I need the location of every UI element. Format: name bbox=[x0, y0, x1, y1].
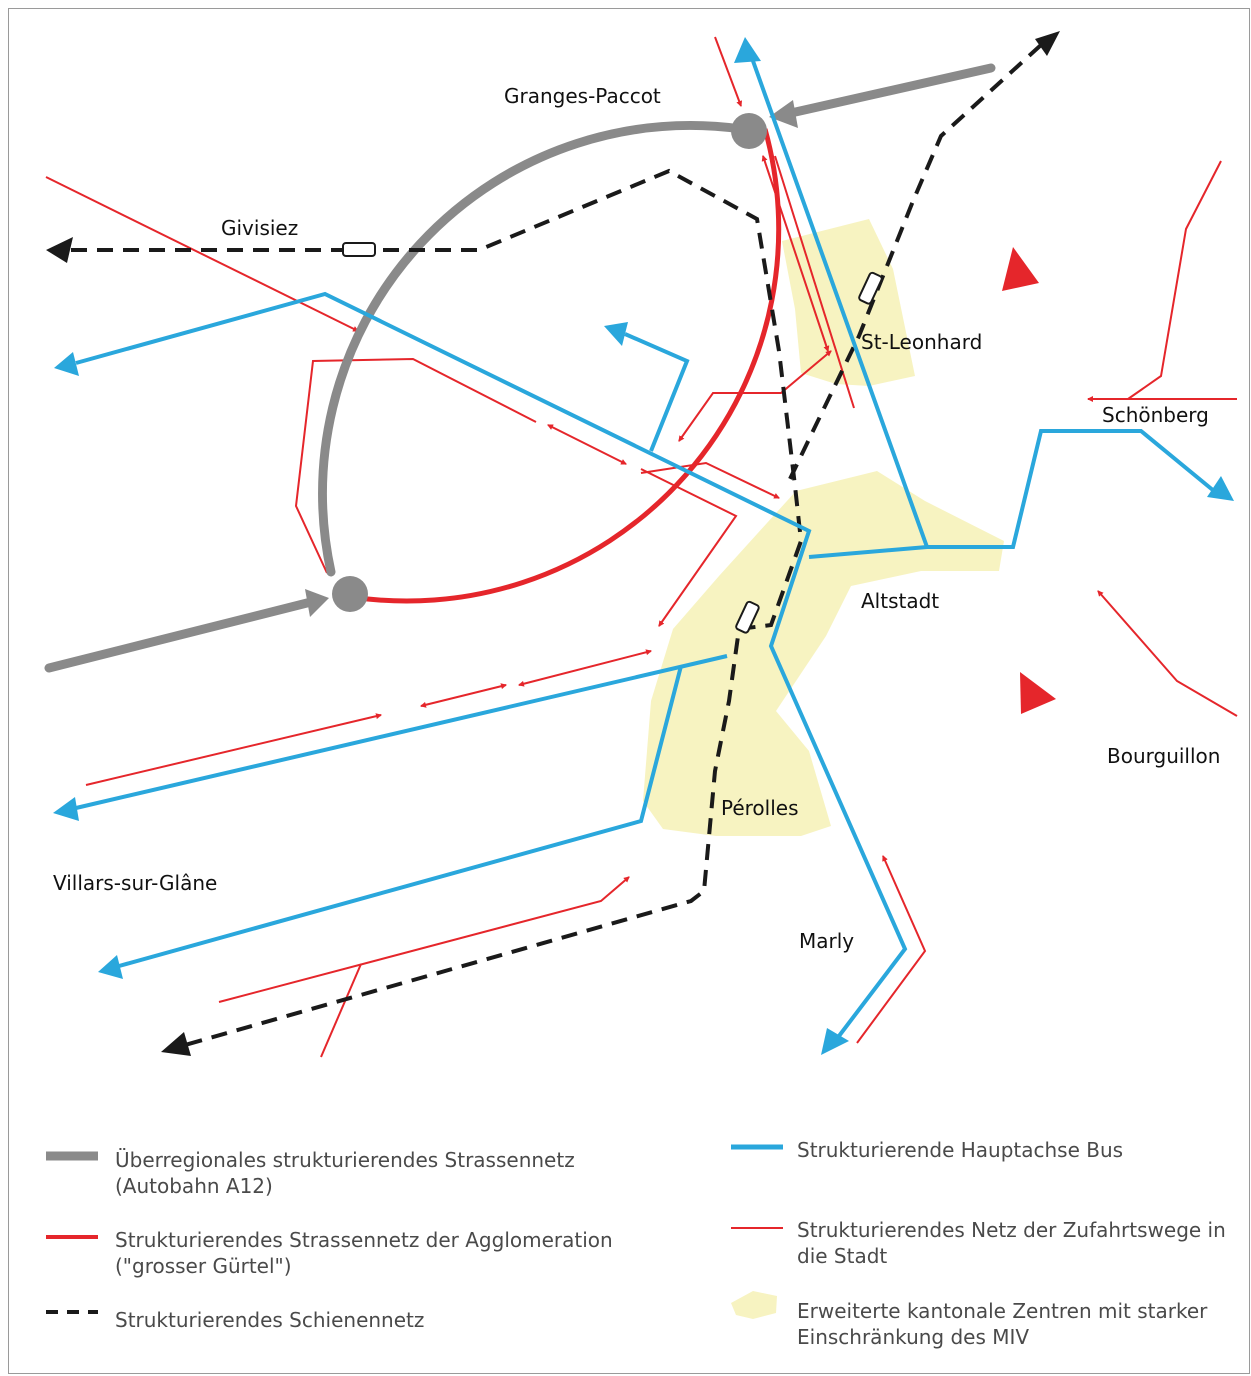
access-road bbox=[218, 876, 630, 1003]
place-labels: Granges-Paccot Givisiez St-Leonhard Schö… bbox=[53, 84, 1220, 953]
ring-road-line bbox=[351, 128, 782, 604]
rail-arrowhead bbox=[46, 237, 73, 263]
motorway-spur-north bbox=[786, 63, 996, 118]
place-label-marly: Marly bbox=[799, 929, 854, 953]
zone-altstadt-perolles bbox=[643, 471, 1004, 836]
ring-direction-arrow bbox=[1002, 247, 1039, 291]
bus-axes bbox=[75, 60, 1216, 1038]
legend-ring-label: Strukturierendes Strassennetz der Agglom… bbox=[115, 1228, 613, 1278]
motorway-a12 bbox=[44, 63, 996, 673]
bus-axis-schoenberg bbox=[808, 429, 1216, 559]
access-road bbox=[294, 357, 537, 574]
rail-arrowhead bbox=[1035, 31, 1060, 56]
place-label-bourguillon: Bourguillon bbox=[1107, 744, 1220, 768]
motorway-junction-north bbox=[731, 113, 767, 149]
bus-arrowheads bbox=[53, 37, 1234, 1055]
place-label-granges-paccot: Granges-Paccot bbox=[504, 84, 661, 108]
place-label-st-leonhard: St-Leonhard bbox=[861, 330, 982, 354]
access-road bbox=[320, 963, 362, 1058]
bus-arrowhead bbox=[53, 797, 79, 821]
access-road bbox=[856, 855, 927, 1044]
access-road bbox=[714, 36, 743, 107]
bus-axis-villars-south bbox=[118, 665, 683, 968]
access-road bbox=[774, 155, 855, 409]
bus-axis-villars bbox=[75, 654, 728, 810]
train-icon bbox=[342, 242, 376, 257]
rail-network bbox=[71, 43, 1043, 1047]
legend-rail-label: Strukturierendes Schienennetz bbox=[115, 1308, 425, 1332]
map-canvas: Granges-Paccot Givisiez St-Leonhard Schö… bbox=[44, 31, 1238, 1319]
place-label-perolles: Pérolles bbox=[721, 796, 799, 820]
access-road bbox=[678, 350, 832, 442]
access-road bbox=[1097, 590, 1238, 717]
bus-arrowhead bbox=[734, 37, 761, 63]
access-road bbox=[640, 468, 738, 627]
motorway-arrowhead bbox=[305, 589, 329, 617]
bus-axis-branch bbox=[624, 332, 690, 452]
access-road bbox=[640, 461, 780, 499]
bus-arrowhead bbox=[1207, 476, 1234, 501]
bus-arrowhead bbox=[604, 322, 628, 346]
motorway-junction-west bbox=[332, 576, 368, 612]
legend-motorway-label: Überregionales strukturierendes Strassen… bbox=[115, 1148, 575, 1198]
place-label-schoenberg: Schönberg bbox=[1102, 403, 1209, 427]
motorway-arrowhead bbox=[769, 100, 798, 128]
bus-arrowhead bbox=[98, 955, 123, 979]
rail-stations bbox=[342, 242, 883, 634]
access-road bbox=[420, 683, 507, 708]
access-road bbox=[547, 424, 627, 465]
access-road bbox=[85, 713, 382, 786]
rail-line-northeast bbox=[787, 43, 1043, 482]
bus-arrowhead bbox=[821, 1028, 849, 1055]
rail-arrowhead bbox=[161, 1032, 191, 1056]
train-icon bbox=[858, 271, 883, 305]
access-roads bbox=[45, 36, 1238, 1058]
access-road bbox=[518, 649, 652, 687]
bus-axis-north bbox=[751, 60, 929, 548]
motorway-spur-west bbox=[44, 598, 312, 673]
ring-road bbox=[351, 128, 1056, 714]
legend-centres-label: Erweiterte kantonale Zentren mit starker… bbox=[797, 1299, 1208, 1349]
rail-arrowheads bbox=[46, 31, 1060, 1056]
access-road bbox=[761, 155, 830, 352]
place-label-givisiez: Givisiez bbox=[221, 216, 298, 240]
access-road bbox=[45, 176, 359, 332]
legend-bus-label: Strukturierende Hauptachse Bus bbox=[797, 1138, 1124, 1162]
place-label-villars: Villars-sur-Glâne bbox=[53, 871, 217, 895]
place-label-altstadt: Altstadt bbox=[861, 589, 939, 613]
bus-axis-west bbox=[75, 291, 908, 1038]
ring-direction-arrow bbox=[1020, 672, 1056, 714]
legend-symbols bbox=[46, 1144, 783, 1319]
legend-access-label: Strukturierendes Netz der Zufahrtswege i… bbox=[797, 1218, 1226, 1268]
access-road bbox=[1127, 160, 1222, 400]
bus-arrowhead bbox=[54, 352, 79, 376]
motorway-arc bbox=[318, 121, 746, 577]
legend-symbol-centres bbox=[731, 1291, 777, 1319]
map-frame: Granges-Paccot Givisiez St-Leonhard Schö… bbox=[8, 8, 1250, 1374]
train-icon bbox=[735, 600, 760, 634]
rail-line-west bbox=[71, 168, 804, 1047]
